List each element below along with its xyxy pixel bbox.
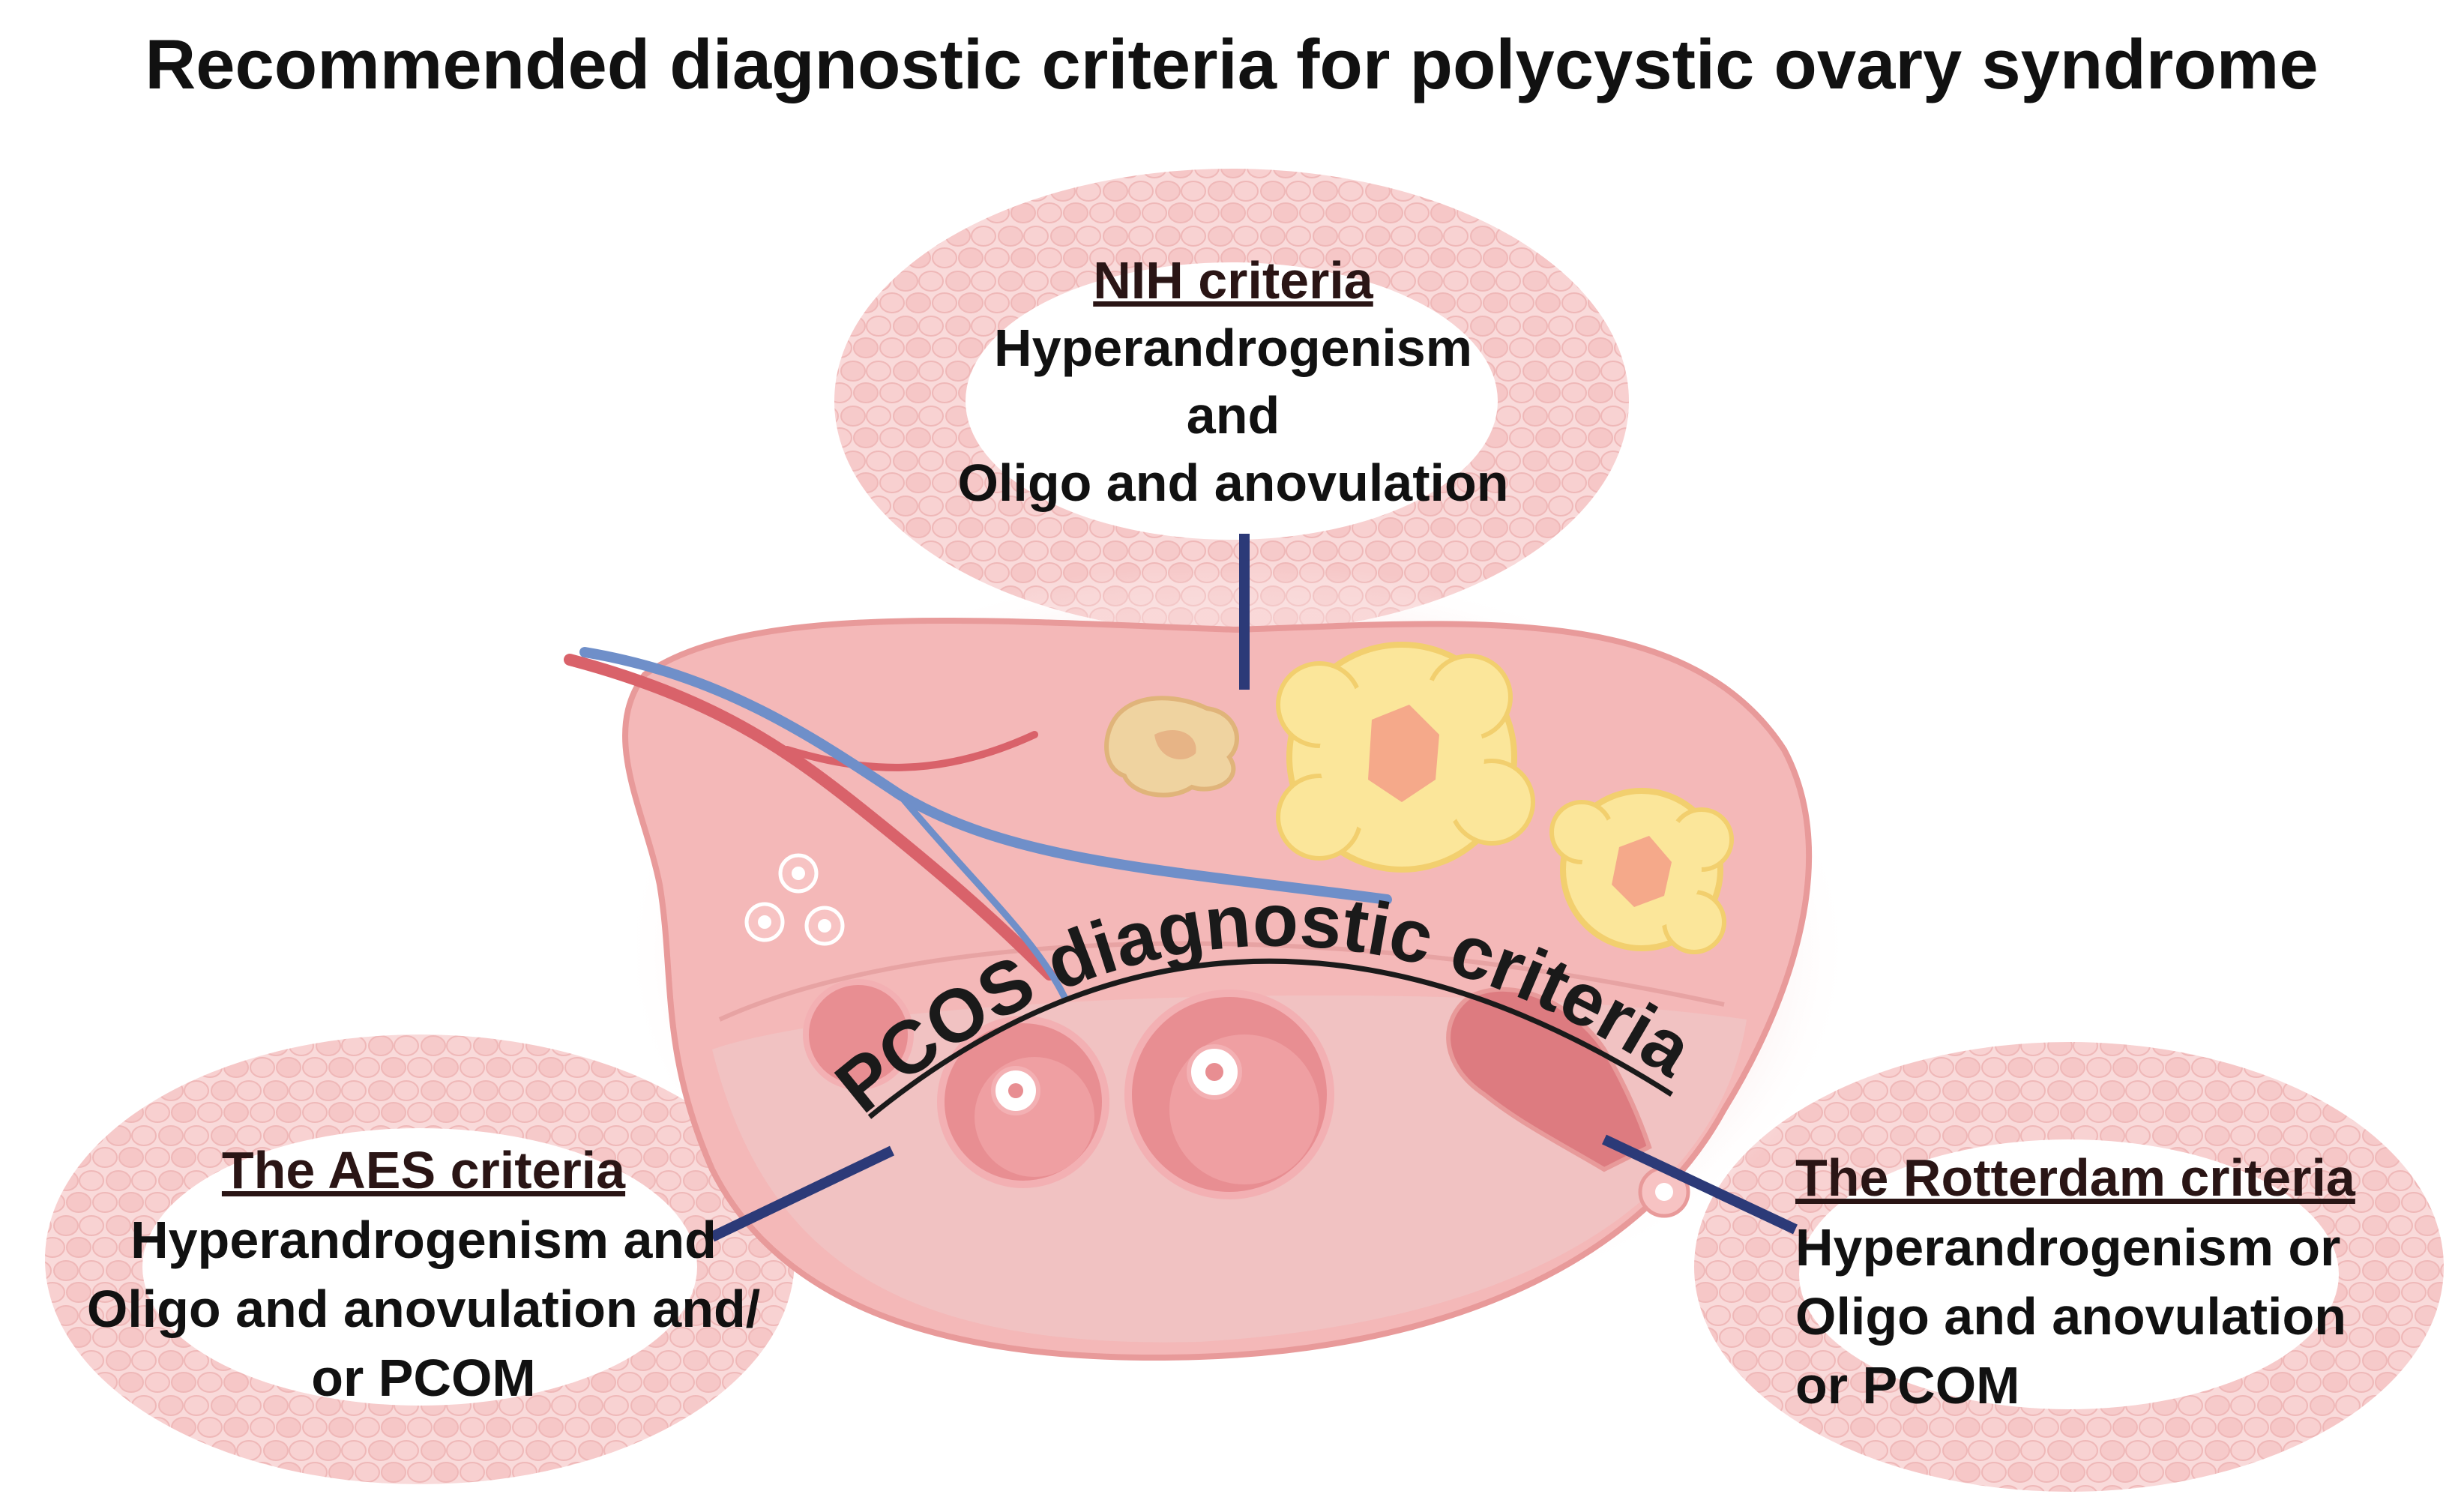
rotterdam-heading: The Rotterdam criteria (1795, 1148, 2356, 1207)
vessel-red (564, 654, 1055, 981)
aes-tissue-ring (45, 1034, 795, 1484)
nih-line-3: Oligo and anovulation (958, 454, 1509, 512)
vessel-red-branch (783, 731, 1038, 771)
aes-criteria: The AES criteria Hyperandrogenism and Ol… (87, 1141, 760, 1407)
connector-aes (709, 1145, 895, 1242)
ovary-illustration (564, 562, 1852, 1361)
nih-criteria: NIH criteria Hyperandrogenism and Oligo … (958, 251, 1509, 512)
rotterdam-tissue-ring (1694, 1042, 2444, 1492)
ovary-cortex-line (718, 941, 1725, 1022)
nih-tissue-ring (834, 169, 1629, 633)
rotterdam-line-3: or PCOM (1795, 1356, 2019, 1415)
figure-title: Recommended diagnostic criteria for poly… (145, 25, 2318, 103)
aes-line-1: Hyperandrogenism and (130, 1211, 717, 1269)
vessel-blue (579, 647, 1392, 905)
nih-line-1: Hyperandrogenism (994, 319, 1472, 377)
center-arc-line (867, 958, 1673, 1119)
follicle-yellow-large (1276, 642, 1535, 873)
ovulation-site (1446, 987, 1652, 1172)
antral-follicles (803, 979, 1334, 1199)
aes-line-2: Oligo and anovulation and/ (87, 1280, 760, 1338)
rotterdam-line-1: Hyperandrogenism or (1795, 1218, 2340, 1277)
rotterdam-line-2: Oligo and anovulation (1795, 1287, 2346, 1346)
connector-rotterdam (1602, 1134, 1798, 1235)
nih-heading: NIH criteria (1093, 251, 1374, 310)
follicle-yellow-small (1549, 788, 1734, 954)
vessel-blue-branch (896, 791, 1068, 1001)
nih-line-2: and (1187, 386, 1280, 445)
aes-heading: The AES criteria (222, 1141, 626, 1199)
aes-line-3: or PCOM (311, 1349, 535, 1407)
rotterdam-criteria: The Rotterdam criteria Hyperandrogenism … (1795, 1148, 2356, 1415)
